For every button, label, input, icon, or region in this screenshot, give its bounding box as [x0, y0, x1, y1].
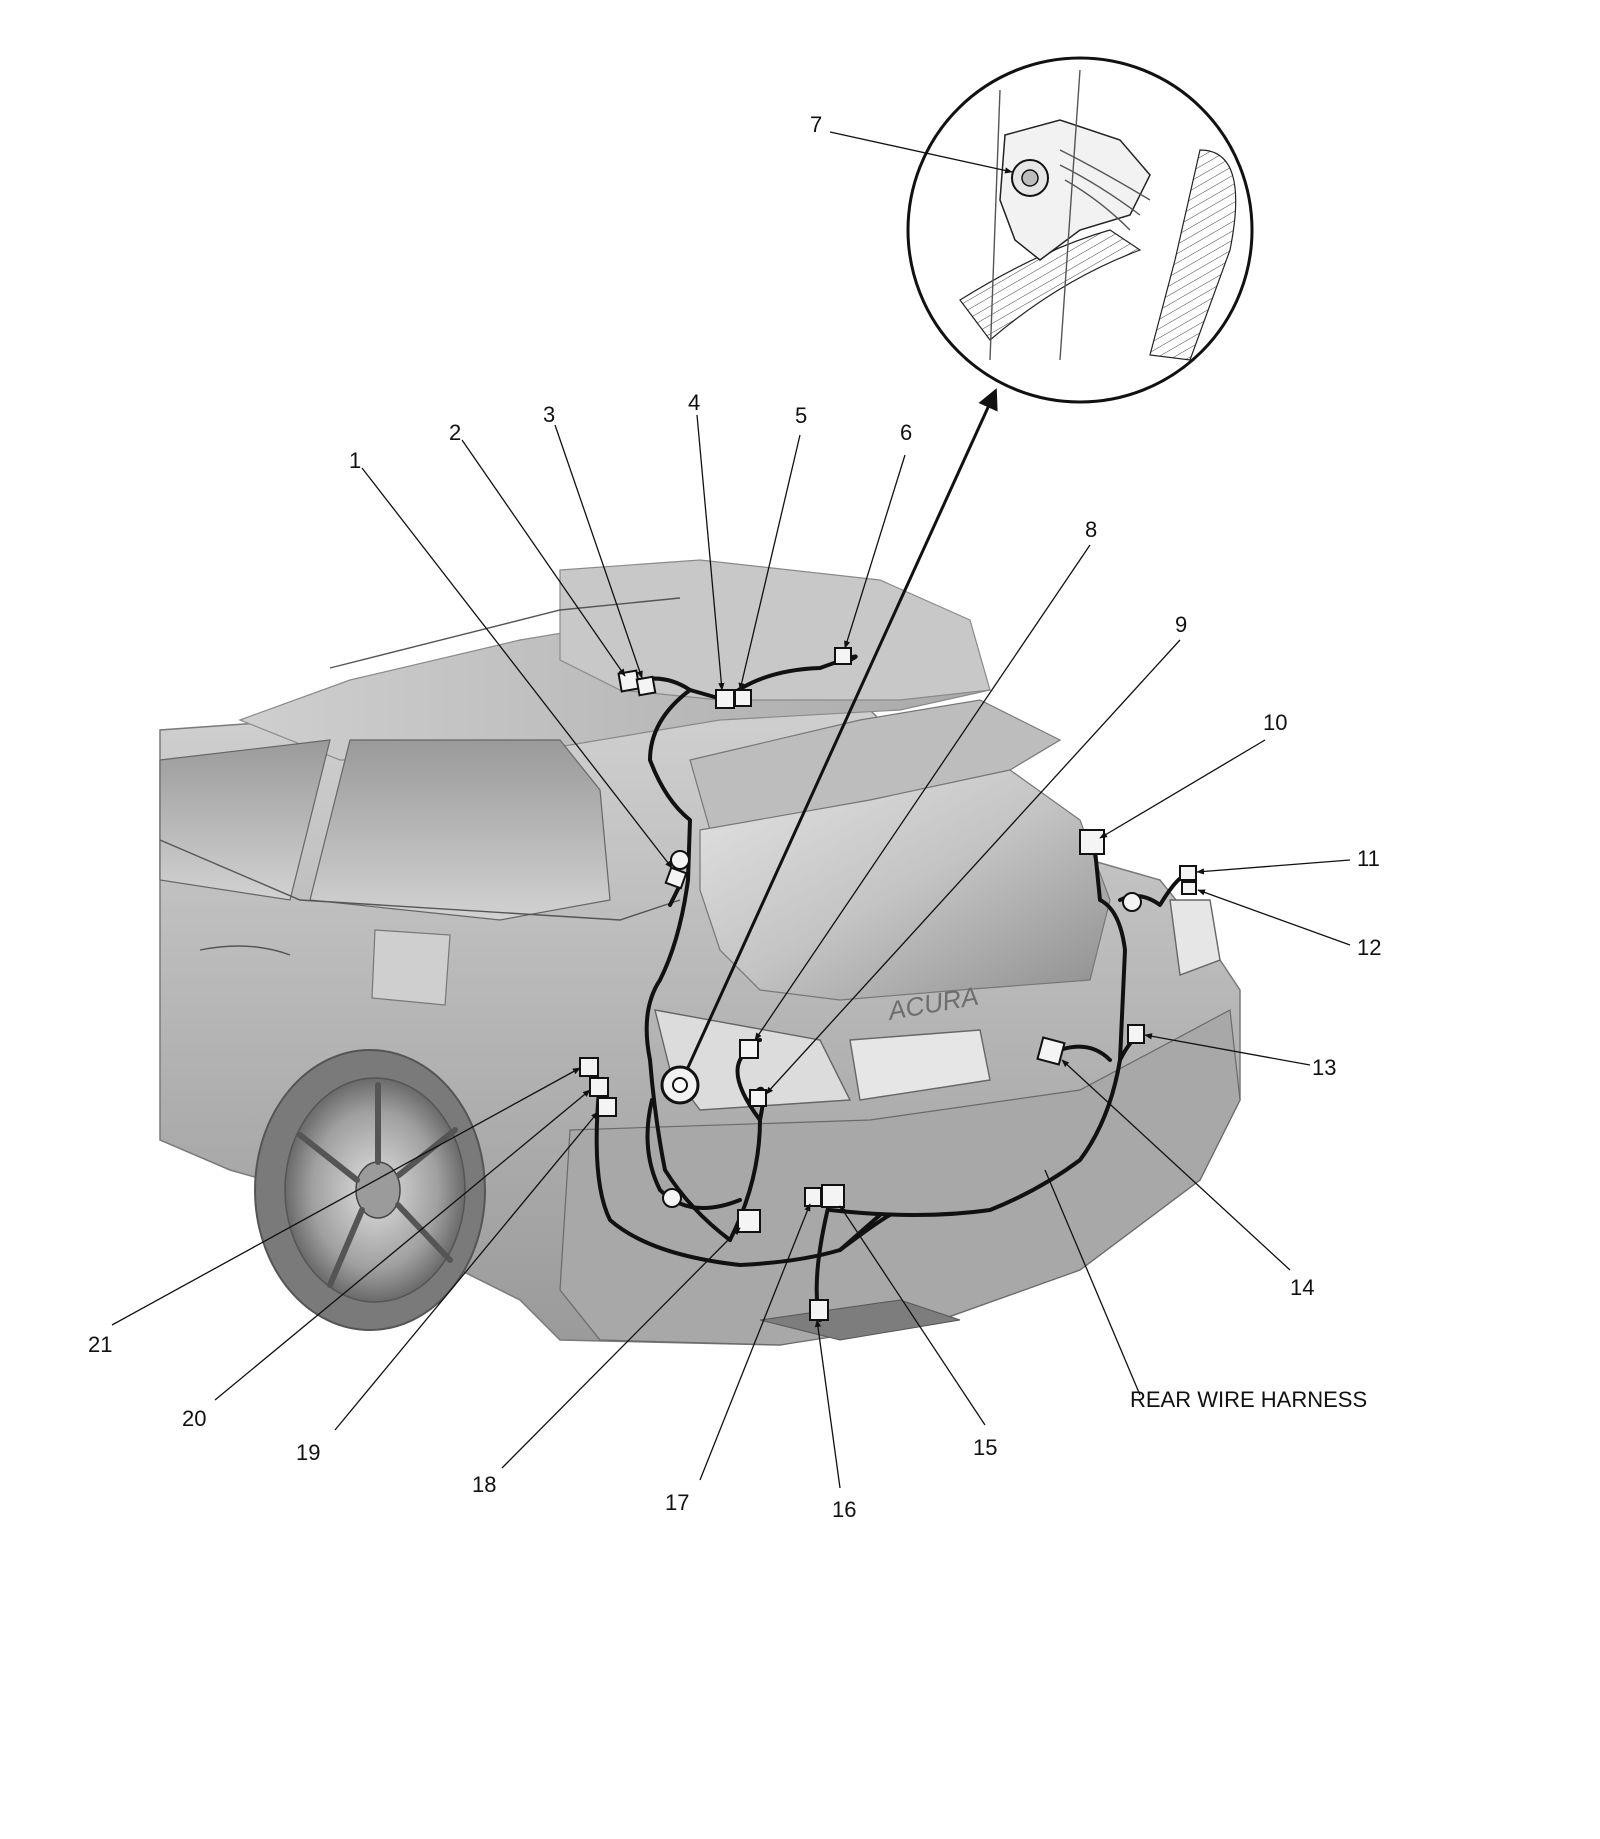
callout-12: 12: [1357, 935, 1381, 960]
detail-bracket: [999, 119, 1151, 261]
connector-11: [1179, 865, 1197, 881]
callout-3: 3: [543, 402, 555, 427]
connector-8: [739, 1039, 759, 1059]
detail-hatched-pillar: [1149, 149, 1237, 361]
callout-11: 11: [1357, 846, 1380, 871]
roof-rail: [329, 597, 681, 669]
connector-14: [1036, 1036, 1066, 1066]
callout-19: 19: [296, 1440, 320, 1465]
side-window-rear: [309, 739, 611, 921]
callout-20: 20: [182, 1406, 206, 1431]
bumper-lower-lip: [759, 1299, 961, 1341]
car-roof-top: [559, 559, 991, 701]
connector-5: [734, 689, 752, 707]
callout-7: 7: [810, 112, 822, 137]
harness-label: REAR WIRE HARNESS: [1130, 1387, 1367, 1412]
callout-4: 4: [688, 390, 700, 415]
connector-17: [804, 1187, 822, 1207]
callout-6: 6: [900, 420, 912, 445]
connector-6: [834, 647, 852, 665]
callout-14: 14: [1290, 1275, 1314, 1300]
connector-16: [809, 1299, 829, 1321]
connector-21: [579, 1057, 599, 1077]
connector-3: [635, 675, 657, 697]
belt-line: [159, 839, 681, 921]
callout-leader-lines: [111, 131, 1351, 1489]
connector-1: [664, 866, 688, 890]
rear-wire-harness: [594, 654, 1187, 1322]
connector-4: [715, 689, 735, 709]
fuel-door: [371, 929, 451, 1006]
callout-17: 17: [665, 1490, 689, 1515]
callout-1: 1: [349, 448, 361, 473]
harness-connectors: [579, 647, 1197, 1321]
right-taillight: [1169, 899, 1221, 976]
callout-2: 2: [449, 420, 461, 445]
connector-19: [597, 1097, 617, 1117]
callout-18: 18: [472, 1472, 496, 1497]
callout-21: 21: [88, 1332, 112, 1357]
rear-hatch: [699, 769, 1111, 1001]
callout-numbers: 1 2 3 4 5 6 7 8 9 10 11 12 13 14 15 16 1…: [88, 112, 1381, 1522]
door-handle: [199, 945, 291, 956]
callout-16: 16: [832, 1497, 856, 1522]
vehicle-illustration: ACURA: [159, 559, 1241, 1346]
connector-9: [749, 1089, 767, 1107]
callout-10: 10: [1263, 710, 1287, 735]
connector-12: [1181, 881, 1197, 895]
callout-5: 5: [795, 403, 807, 428]
detail-pointer-arrow: [678, 388, 998, 1086]
connector-20: [589, 1077, 609, 1097]
callout-13: 13: [1312, 1055, 1336, 1080]
connector-18: [737, 1209, 761, 1233]
callout-9: 9: [1175, 612, 1187, 637]
connector-13: [1127, 1024, 1145, 1044]
callout-8: 8: [1085, 517, 1097, 542]
connector-10: [1079, 829, 1105, 855]
rear-bumper: [559, 1009, 1241, 1346]
center-taillight: [849, 1029, 991, 1101]
connector-15: [821, 1184, 845, 1208]
callout-15: 15: [973, 1435, 997, 1460]
detail-hatched-panel: [959, 229, 1142, 341]
detail-inset-ground-bolt: [906, 56, 1254, 404]
